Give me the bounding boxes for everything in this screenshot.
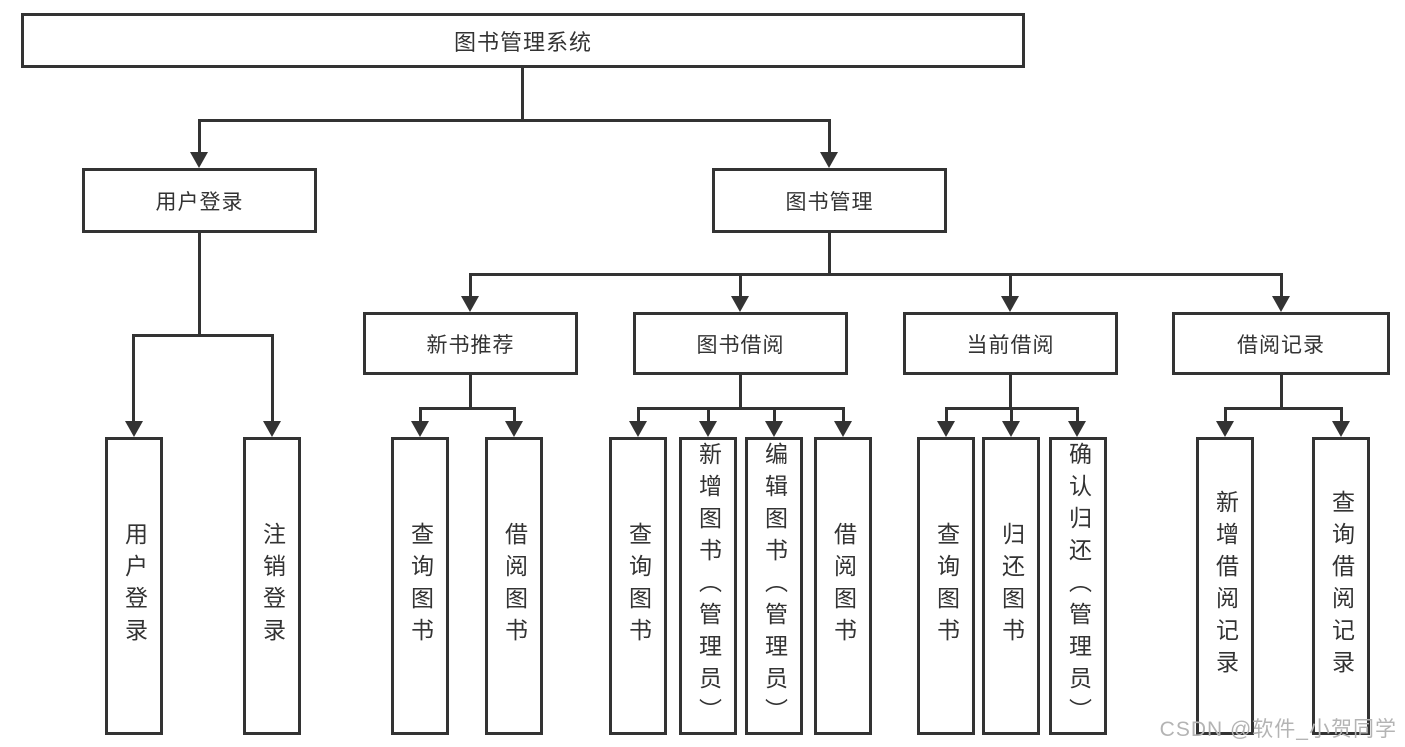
- arrow-down-icon: [1332, 421, 1350, 437]
- arrow-down-icon: [820, 152, 838, 168]
- connector: [1280, 273, 1283, 299]
- arrow-down-icon: [190, 152, 208, 168]
- node-new-book-recommend: 新书推荐: [363, 312, 578, 375]
- leaf-edit-books-admin: 编辑图书（管理员）: [745, 437, 803, 735]
- connector: [469, 273, 1283, 276]
- connector: [1224, 407, 1342, 410]
- connector: [1009, 273, 1012, 299]
- arrow-down-icon: [1068, 421, 1086, 437]
- connector: [945, 407, 948, 425]
- arrow-down-icon: [731, 296, 749, 312]
- connector: [1010, 407, 1013, 425]
- leaf-add-books-admin: 新增图书（管理员）: [679, 437, 737, 735]
- arrow-down-icon: [699, 421, 717, 437]
- connector: [842, 407, 845, 425]
- connector: [1009, 375, 1012, 410]
- arrow-down-icon: [765, 421, 783, 437]
- arrow-down-icon: [461, 296, 479, 312]
- leaf-borrow-books: 借阅图书: [814, 437, 872, 735]
- connector: [469, 375, 472, 410]
- arrow-down-icon: [1001, 296, 1019, 312]
- arrow-down-icon: [1002, 421, 1020, 437]
- connector: [707, 407, 710, 425]
- leaf-add-borrow-record: 新增借阅记录: [1196, 437, 1254, 735]
- connector: [513, 407, 516, 425]
- leaf-logout: 注销登录: [243, 437, 301, 735]
- connector: [198, 233, 201, 337]
- leaf-query-borrow-record: 查询借阅记录: [1312, 437, 1370, 735]
- node-user-login: 用户登录: [82, 168, 317, 233]
- connector: [132, 334, 135, 424]
- arrow-down-icon: [834, 421, 852, 437]
- connector: [1280, 375, 1283, 410]
- arrow-down-icon: [411, 421, 429, 437]
- csdn-watermark: CSDN @软件_小贺同学: [1159, 718, 1397, 741]
- connector: [521, 68, 524, 121]
- connector: [739, 273, 742, 299]
- leaf-user-login: 用户登录: [105, 437, 163, 735]
- connector: [1224, 407, 1227, 425]
- arrow-down-icon: [1216, 421, 1234, 437]
- arrow-down-icon: [629, 421, 647, 437]
- leaf-query-books: 查询图书: [917, 437, 975, 735]
- connector: [469, 273, 472, 299]
- connector: [773, 407, 776, 425]
- node-current-borrowing: 当前借阅: [903, 312, 1118, 375]
- connector: [1076, 407, 1079, 425]
- connector: [271, 334, 274, 424]
- leaf-query-books: 查询图书: [609, 437, 667, 735]
- leaf-return-books: 归还图书: [982, 437, 1040, 735]
- connector: [828, 233, 831, 276]
- node-book-management: 图书管理: [712, 168, 947, 233]
- connector: [828, 119, 831, 155]
- connector: [419, 407, 516, 410]
- arrow-down-icon: [937, 421, 955, 437]
- leaf-query-books: 查询图书: [391, 437, 449, 735]
- leaf-borrow-books: 借阅图书: [485, 437, 543, 735]
- node-book-borrowing: 图书借阅: [633, 312, 848, 375]
- connector: [637, 407, 844, 410]
- leaf-confirm-return-admin: 确认归还（管理员）: [1049, 437, 1107, 735]
- arrow-down-icon: [125, 421, 143, 437]
- connector: [637, 407, 640, 425]
- arrow-down-icon: [263, 421, 281, 437]
- arrow-down-icon: [1272, 296, 1290, 312]
- connector: [198, 119, 201, 155]
- connector: [1340, 407, 1343, 425]
- connector: [132, 334, 274, 337]
- node-borrowing-records: 借阅记录: [1172, 312, 1390, 375]
- node-library-management-system: 图书管理系统: [21, 13, 1025, 68]
- connector: [739, 375, 742, 410]
- connector: [419, 407, 422, 425]
- arrow-down-icon: [505, 421, 523, 437]
- connector: [198, 119, 831, 122]
